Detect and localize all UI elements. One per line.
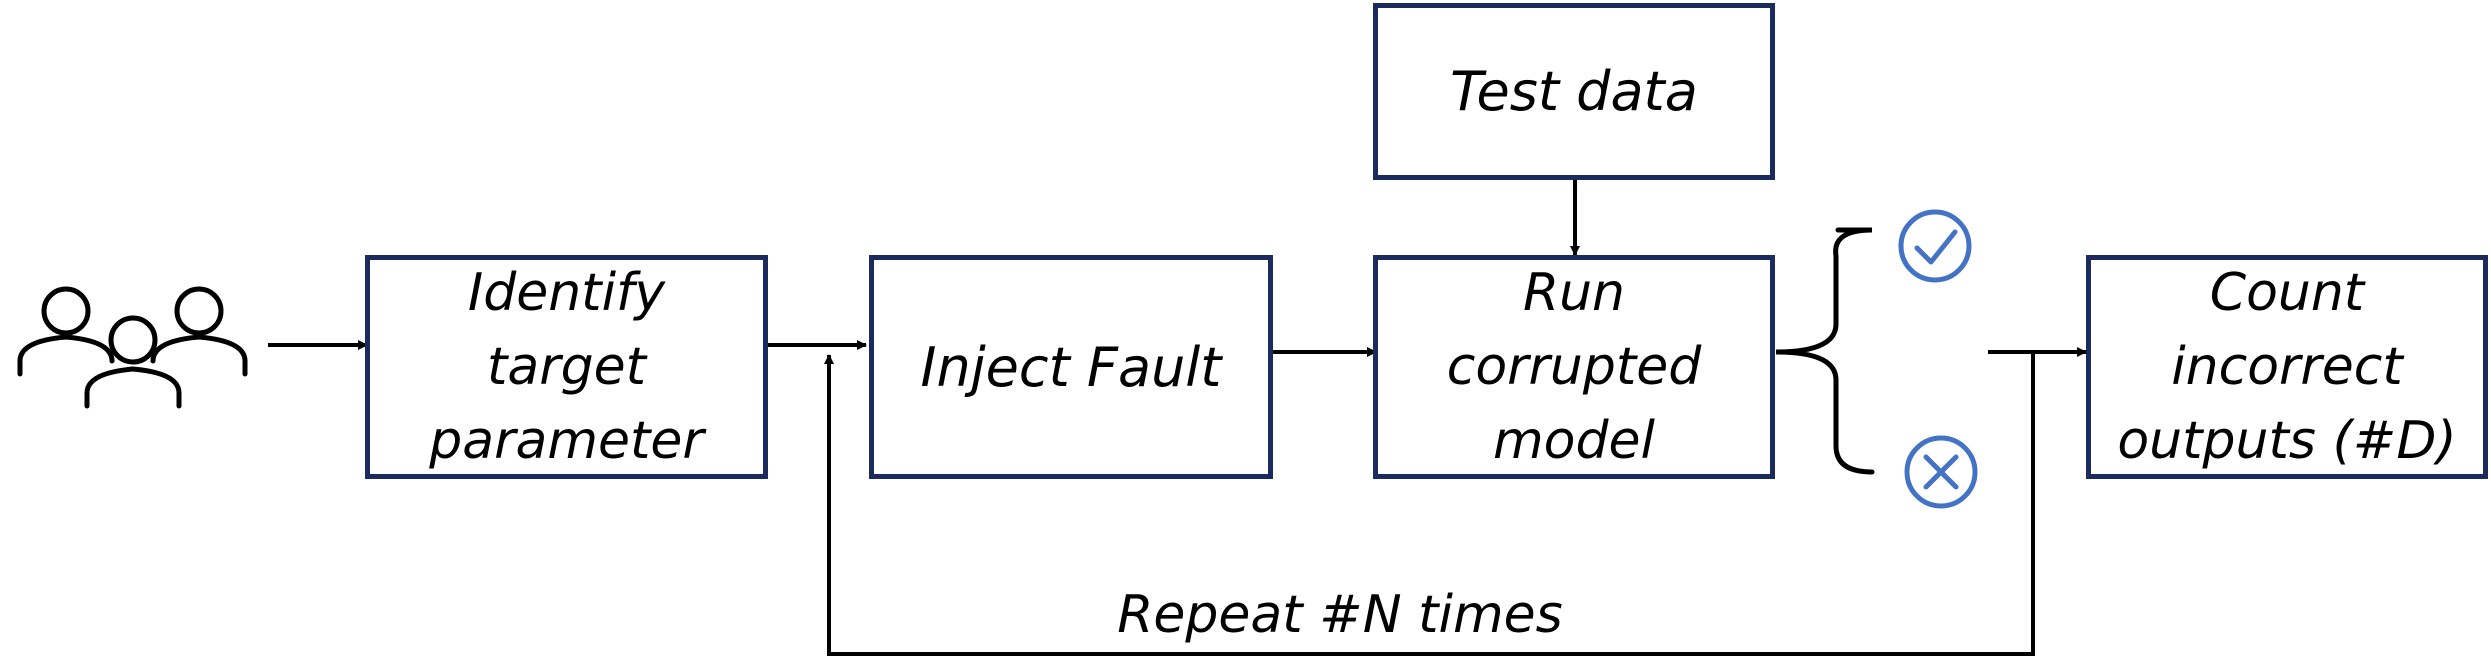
identify-line2: target — [486, 337, 647, 397]
run-line3: model — [1493, 411, 1655, 471]
count-line1: Count — [2209, 263, 2365, 323]
identify-line3: parameter — [429, 411, 704, 471]
identify-line1: Identify — [467, 263, 666, 323]
inject-fault-box: Inject Fault — [869, 255, 1273, 479]
x-circle-icon — [1904, 435, 1978, 509]
identify-target-box: Identify target parameter — [365, 255, 768, 479]
output-brace — [1775, 227, 1875, 475]
loop-back-line — [824, 352, 2035, 656]
test-data-label: Test data — [1450, 60, 1698, 123]
users-icon — [17, 286, 248, 409]
run-line2: corrupted — [1446, 337, 1702, 397]
count-outputs-box: Count incorrect outputs (#D) — [2086, 255, 2488, 479]
count-line3: outputs (#D) — [2117, 411, 2457, 471]
run-line1: Run — [1522, 263, 1626, 323]
run-model-box: Run corrupted model — [1373, 255, 1775, 479]
check-circle-icon — [1898, 209, 1972, 283]
inject-fault-label: Inject Fault — [920, 335, 1222, 399]
repeat-label: Repeat #N times — [1117, 585, 1563, 645]
count-line2: incorrect — [2171, 337, 2403, 397]
test-data-box: Test data — [1373, 3, 1775, 180]
